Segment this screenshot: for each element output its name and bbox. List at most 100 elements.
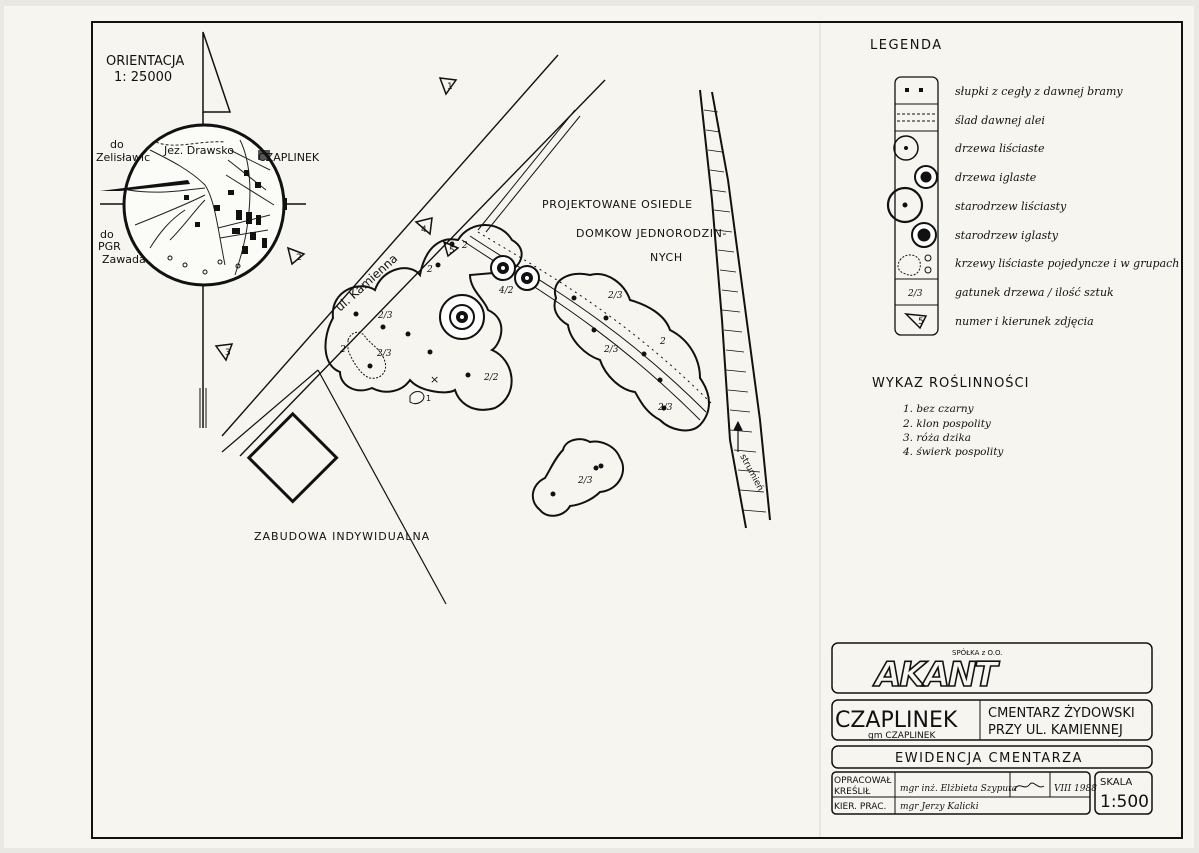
document-title: EWIDENCJA CMENTARZA xyxy=(895,751,1083,766)
photo-direction-icon xyxy=(286,246,306,266)
old-alley-trace xyxy=(461,109,713,421)
grave-marker-x: × xyxy=(430,373,439,386)
label-town: CZAPLINEK xyxy=(258,151,320,164)
svg-text:2/2: 2/2 xyxy=(483,373,499,383)
street-edge-north xyxy=(221,54,559,437)
subject-line-2: PRZY UL. KAMIENNEJ xyxy=(988,723,1123,738)
photo-points xyxy=(214,77,460,362)
photo-direction-icon xyxy=(414,217,433,236)
akant-logo: SPÓŁKA z O.O. AKANT xyxy=(871,648,1003,696)
svg-text:2: 2 xyxy=(461,241,468,251)
handwritten-signature xyxy=(1013,782,1045,791)
svg-text:numer i kierunek zdjęcia: numer i kierunek zdjęcia xyxy=(955,315,1094,328)
photo-direction-icon xyxy=(442,240,460,258)
photo-direction-icon xyxy=(214,343,234,362)
svg-text:gatunek drzewa / ilość sztuk: gatunek drzewa / ilość sztuk xyxy=(955,286,1114,299)
shrub-ref-1: 1 xyxy=(426,394,431,403)
city-name: CZAPLINEK xyxy=(835,708,958,733)
svg-text:OPRACOWAŁ: OPRACOWAŁ xyxy=(834,776,892,786)
project-box xyxy=(831,699,1153,741)
svg-text:mgr inż. Elżbieta Szyputa: mgr inż. Elżbieta Szyputa xyxy=(900,784,1017,794)
label-lake: Jez. Drawsko xyxy=(163,144,234,157)
subject-line-1: CMENTARZ ŻYDOWSKI xyxy=(988,705,1135,721)
legend-entries: słupki z cegły z dawnej bramy ślad dawne… xyxy=(955,85,1179,328)
legend-photo-sample: 5 xyxy=(918,317,924,327)
label-do: do xyxy=(110,138,124,151)
svg-text:2/3: 2/3 xyxy=(376,349,392,359)
svg-text:5: 5 xyxy=(449,246,455,256)
flora-item: 3. róża dzika xyxy=(903,432,971,444)
legend-species-sample: 2/3 xyxy=(907,289,923,299)
legend-title: LEGENDA xyxy=(870,38,943,53)
logo-wordmark: AKANT xyxy=(872,655,1000,695)
svg-text:2: 2 xyxy=(659,337,666,347)
photo-direction-icon xyxy=(438,77,458,96)
svg-text:1: 1 xyxy=(447,82,453,92)
north-arrow-icon xyxy=(202,31,232,113)
flora-item: 4. świerk pospolity xyxy=(902,446,1004,458)
location-map-buildings xyxy=(184,150,270,254)
drawing-frame xyxy=(91,21,1183,839)
svg-text:drzewa liściaste: drzewa liściaste xyxy=(955,142,1045,155)
projected-estate-label-2: DOMKOW JEDNORODZIN- xyxy=(576,227,727,240)
svg-text:KIER. PRAC.: KIER. PRAC. xyxy=(834,802,886,812)
legend: LEGENDA 2/3 5 słupki z cegły z dawnej br… xyxy=(870,38,1179,336)
svg-text:słupki z cegły z dawnej bramy: słupki z cegły z dawnej bramy xyxy=(955,85,1123,98)
signature-rows: OPRACOWAŁ KREŚLIŁ mgr inż. Elżbieta Szyp… xyxy=(834,776,1097,812)
gmina-name: gm CZAPLINEK xyxy=(868,731,936,741)
svg-text:2/3: 2/3 xyxy=(603,345,619,355)
projected-estate-label-1: PROJEKTOWANE OSIEDLE xyxy=(542,198,693,211)
svg-text:2: 2 xyxy=(296,253,302,263)
signature-box xyxy=(831,771,1091,815)
flora-item: 2. klon pospolity xyxy=(902,418,992,430)
logo-subtitle: SPÓŁKA z O.O. xyxy=(952,648,1002,657)
svg-text:drzewa iglaste: drzewa iglaste xyxy=(955,171,1037,184)
svg-text:ślad dawnej alei: ślad dawnej alei xyxy=(955,114,1045,127)
svg-text:2: 2 xyxy=(426,265,433,275)
svg-text:starodrzew iglasty: starodrzew iglasty xyxy=(955,229,1059,242)
site-pointer-arrow xyxy=(100,180,190,191)
svg-text:2: 2 xyxy=(339,345,346,355)
logo-box xyxy=(831,642,1153,694)
svg-text:starodrzew liściasty: starodrzew liściasty xyxy=(955,200,1067,213)
svg-text:2/3: 2/3 xyxy=(377,311,393,321)
building-footprint xyxy=(246,411,339,504)
svg-text:2/3: 2/3 xyxy=(607,291,623,301)
orientation-scale: 1: 25000 xyxy=(114,70,172,85)
photo-direction-icon xyxy=(903,313,928,330)
label-do-2: do xyxy=(100,228,114,241)
svg-text:3: 3 xyxy=(225,348,231,358)
flora-title: WYKAZ ROŚLINNOŚCI xyxy=(872,375,1029,391)
flora-list: WYKAZ ROŚLINNOŚCI 1. bez czarny 2. klon … xyxy=(872,375,1029,458)
label-zawada: Zawada xyxy=(102,253,146,266)
legend-symbol-box xyxy=(894,76,939,336)
species-count-labels: 2/3 2 2/3 2 2/2 4/2 2/3 2 2/3 2/3 2 2/3 xyxy=(339,241,673,486)
stream-channel xyxy=(699,89,771,529)
label-zelislawic: Zelisławic xyxy=(96,151,150,164)
svg-text:VIII 1988: VIII 1988 xyxy=(1054,784,1097,794)
orientation-inset: ORIENTACJA 1: 25000 xyxy=(96,31,320,428)
shrub-groups xyxy=(347,331,425,405)
svg-text:2/3: 2/3 xyxy=(577,476,593,486)
plot-boundary xyxy=(317,369,447,605)
svg-text:4: 4 xyxy=(421,225,427,235)
label-pgr: PGR xyxy=(98,240,121,253)
location-map-detail xyxy=(127,139,275,276)
svg-text:mgr Jerzy Kalicki: mgr Jerzy Kalicki xyxy=(900,802,979,812)
doc-title-box xyxy=(831,745,1153,769)
orientation-title: ORIENTACJA xyxy=(106,54,184,69)
title-block xyxy=(831,642,1153,815)
scale-label: SKALA xyxy=(1100,777,1132,788)
scale-value: 1:500 xyxy=(1100,792,1149,812)
projected-estate-label-3: NYCH xyxy=(650,251,683,264)
svg-text:4/2: 4/2 xyxy=(498,286,514,296)
svg-text:2/3: 2/3 xyxy=(657,403,673,413)
legend-symbols xyxy=(886,88,938,330)
scale-box xyxy=(1094,771,1153,815)
photo-point-numbers: 1 2 3 4 5 xyxy=(225,82,455,358)
flora-item: 1. bez czarny xyxy=(903,403,975,415)
svg-text:KREŚLIŁ: KREŚLIŁ xyxy=(834,785,871,797)
svg-text:krzewy liściaste pojedyncze i: krzewy liściaste pojedyncze i w grupach xyxy=(955,257,1179,270)
zabudowa-label: ZABUDOWA INDYWIDUALNA xyxy=(254,530,430,543)
